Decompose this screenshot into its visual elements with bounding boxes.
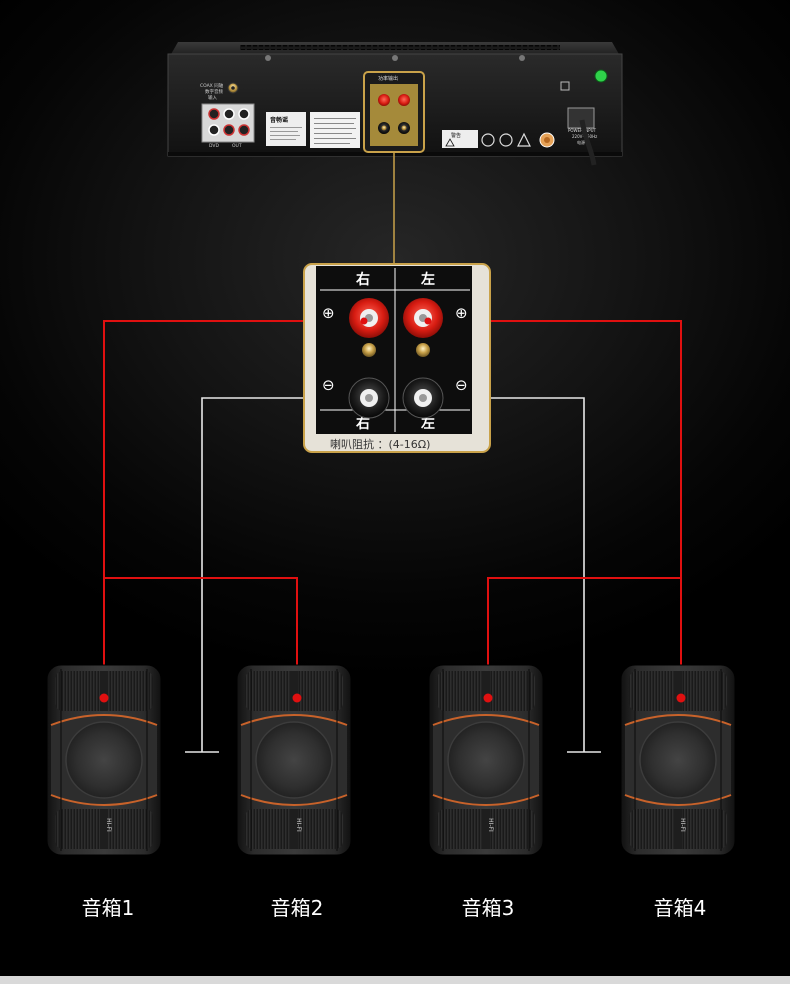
black-binding-post-right [348, 377, 390, 419]
coax-label: COAX 同轴 [200, 82, 224, 89]
nut-icon [362, 343, 376, 357]
speaker-4: HI-FI [620, 664, 736, 856]
positive-wire-branch-3 [487, 577, 681, 698]
right-channel-bottom-label: 右 [355, 415, 370, 432]
plus-icon: ⊕ [455, 304, 468, 322]
speaker-accent-bottom [432, 794, 540, 806]
screw-icon [519, 55, 525, 61]
wire-junction-dot [424, 317, 432, 325]
input-label: 输入 [208, 94, 217, 101]
speaker-accent-top [50, 714, 158, 726]
positive-wire-right [428, 320, 682, 698]
brand-label: 音畅谣 [270, 116, 288, 124]
terminal-plate [370, 84, 418, 146]
speaker-accent-bottom [240, 794, 348, 806]
speaker-positive-terminal-dot [99, 693, 109, 703]
warning-sticker [442, 130, 478, 148]
left-channel-bottom-label: 左 [420, 415, 435, 432]
terminal-panel: 右 左 右 左 ⊕ ⊕ ⊖ ⊖ [303, 263, 491, 453]
screw-icon [265, 55, 271, 61]
cert-icon [499, 133, 513, 147]
power-led-icon [594, 69, 608, 83]
speaker-positive-terminal-dot [292, 693, 302, 703]
brand-sticker [266, 112, 306, 146]
speaker-1: HI-FI [46, 664, 162, 856]
dvd-label: DVD [209, 143, 219, 149]
speaker-positive-terminal-dot [676, 693, 686, 703]
impedance-label: 喇叭阻抗 ：(4-16Ω) [330, 437, 430, 451]
speaker-accent-bottom [624, 794, 732, 806]
ground-icon [560, 81, 570, 91]
speaker-1-label: 音箱1 [81, 896, 135, 920]
speaker-positive-terminal-dot [483, 693, 493, 703]
black-binding-post-left [402, 377, 444, 419]
power-cord [579, 119, 597, 166]
digital-in-label: 数字音频 [205, 88, 223, 95]
amp-red-post-icon [398, 94, 410, 106]
speakers-group: HI-FI HI-FI HI-FI HI-FI [46, 664, 736, 856]
warning-icon [445, 138, 455, 147]
speaker-hifi-badge: HI-FI [105, 818, 112, 832]
screw-icon [392, 55, 398, 61]
amplifier: COAX 同轴 数字音频 输入 DVD OUT 音畅谣 [167, 42, 623, 166]
speaker-hifi-badge: HI-FI [679, 818, 686, 832]
right-channel-top-label: 右 [355, 271, 370, 288]
minus-icon: ⊖ [455, 376, 468, 394]
wire-junction-dot [360, 317, 368, 325]
red-binding-post-right [349, 298, 389, 338]
positive-wire-branch-2 [104, 577, 298, 698]
amplifier-vents [240, 45, 560, 50]
speaker-accent-bottom [50, 794, 158, 806]
speaker-accent-top [240, 714, 348, 726]
minus-icon: ⊖ [322, 376, 335, 394]
speaker-hifi-badge: HI-FI [487, 818, 494, 832]
speaker-accent-top [432, 714, 540, 726]
speaker-accent-top [624, 714, 732, 726]
speaker-output-label: 功率输出 [378, 75, 398, 82]
speaker-cone-icon [640, 722, 716, 798]
speaker-cone-icon [256, 722, 332, 798]
positive-wire-left [103, 320, 364, 698]
nut-icon [416, 343, 430, 357]
speaker-2-label: 音箱2 [270, 896, 324, 920]
terminal-panel-plate [316, 266, 472, 434]
spec-sticker [310, 112, 360, 148]
speaker-4-label: 音箱4 [653, 896, 707, 920]
plus-icon: ⊕ [322, 304, 335, 322]
positive-wires [103, 320, 682, 698]
speaker-2: HI-FI [236, 664, 352, 856]
ccc-icon [481, 133, 495, 147]
speaker-3: HI-FI [428, 664, 544, 856]
amp-red-post-icon [378, 94, 390, 106]
bottom-strip [0, 976, 790, 984]
rca-jacks [208, 108, 250, 136]
speaker-hifi-badge: HI-FI [295, 818, 302, 832]
warning-label: 警告 [451, 132, 461, 139]
speaker-cone-icon [448, 722, 524, 798]
red-binding-post-left [403, 298, 443, 338]
speaker-3-label: 音箱3 [461, 896, 515, 920]
speaker-cone-icon [66, 722, 142, 798]
left-channel-top-label: 左 [420, 271, 435, 288]
out-label: OUT [232, 143, 242, 149]
mains-label: 电源 [577, 139, 585, 145]
recycle-icon [517, 132, 531, 147]
